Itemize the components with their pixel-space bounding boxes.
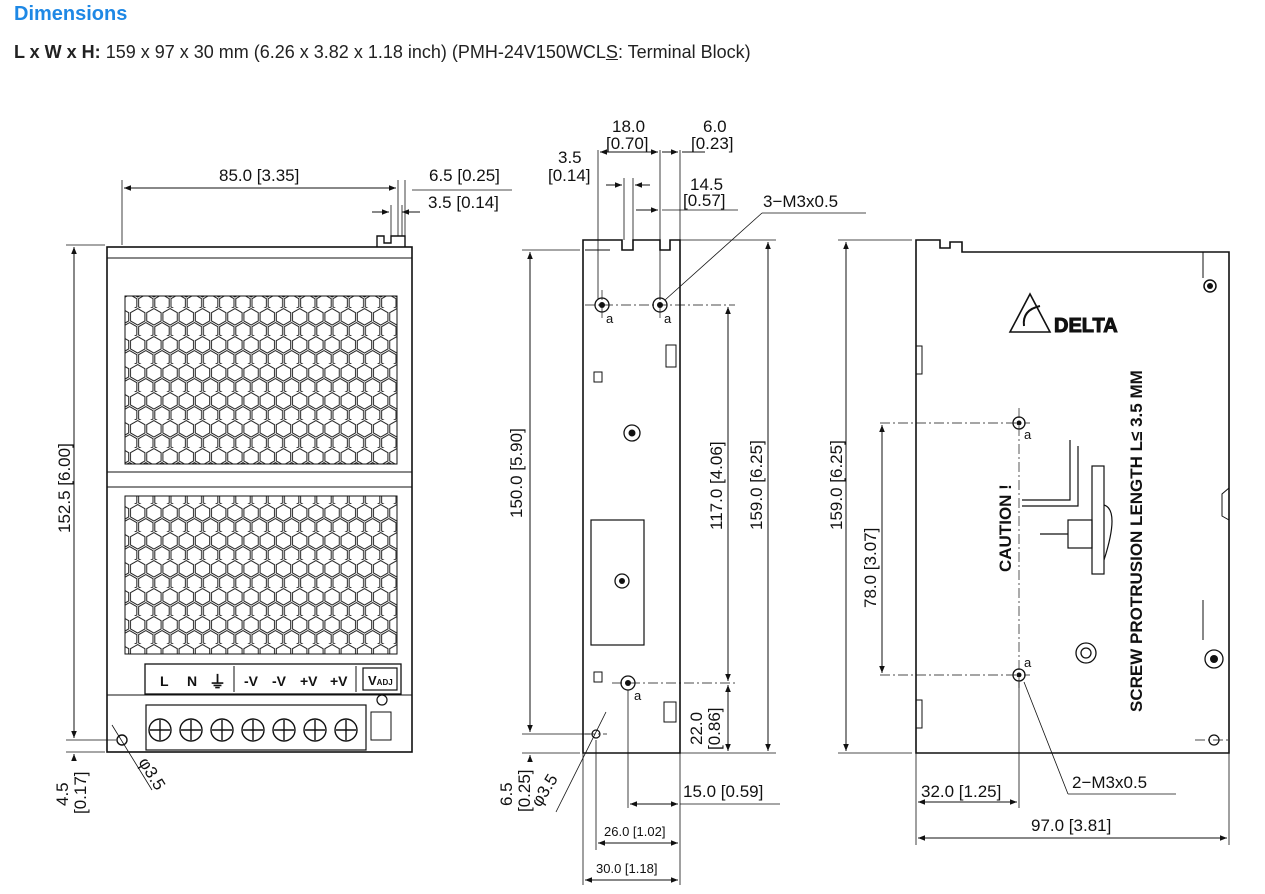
dim-front-width: 85.0 [3.35] [219,166,299,185]
terminal-label: -V [272,673,287,689]
front-view: L N ⏚ -V -V +V +V VADJ [53,166,512,814]
dim-side-6-mm: 6.0 [703,117,727,136]
terminal-label: ⏚ [209,673,226,692]
terminal-label-strip [144,663,402,695]
dim-back-78: 78.0 [3.07] [861,528,880,608]
dim-front-tab: 6.5 [0.25] [429,166,500,185]
dim-side-22-in: [0.86] [705,707,724,750]
dim-side-117: 117.0 [4.06] [707,441,726,530]
dim-side-22-mm: 22.0 [687,712,706,745]
upper-vent-grille [124,295,398,465]
dim-back-32: 32.0 [1.25] [921,782,1001,801]
dim-side-65-mm: 6.5 [497,782,516,806]
terminal-label: +V [330,673,348,689]
terminal-label: +V [300,673,318,689]
dim-side-15: 15.0 [0.59] [683,782,763,801]
protrusion-text: SCREW PROTRUSION LENGTH L≤ 3.5 MM [1127,370,1146,712]
dim-side-35-in: [0.14] [548,166,591,185]
delta-logo: DELTA [1008,292,1118,338]
summary-text-underlined: S [605,42,618,62]
dim-side-145-in: [0.57] [683,191,726,210]
screw-protrusion-figure [1022,440,1113,575]
dim-side-159: 159.0 [6.25] [747,440,766,530]
terminal-label: N [187,673,197,689]
caution-text: CAUTION ! [996,484,1015,572]
dim-front-height: 152.5 [6.00] [55,443,74,533]
front-body-outline [106,246,413,753]
page-title: Dimensions [14,3,128,25]
summary-text-a: 159 x 97 x 30 mm (6.26 x 3.82 x 1.18 inc… [100,42,606,62]
summary-label: L x W x H: [14,42,101,62]
dim-front-hole: φ3.5 [135,754,169,793]
brand-text: DELTA [1054,315,1118,337]
dim-back-159: 159.0 [6.25] [827,440,846,530]
hole-marker: a [1024,427,1032,442]
dimension-summary: L x W x H: 159 x 97 x 30 mm (6.26 x 3.82… [14,42,751,63]
back-screw-label: 2−M3x0.5 [1072,773,1147,792]
hole-marker: a [664,311,672,326]
dim-side-6-in: [0.23] [691,134,734,153]
vadj-label: VADJ [368,673,393,688]
hole-marker: a [1024,655,1032,670]
dim-front-bottom-mm: 4.5 [53,782,72,806]
hole-marker: a [634,688,642,703]
dim-front-slot: 3.5 [0.14] [428,193,499,212]
dim-back-97: 97.0 [3.81] [1031,816,1111,835]
hole-marker: a [606,311,614,326]
lower-vent-grille [124,495,398,655]
terminal-label: -V [244,673,259,689]
side-screw-label: 3−M3x0.5 [763,192,838,211]
summary-text-b: : Terminal Block) [617,42,751,62]
dim-front-bottom-in: [0.17] [71,771,90,814]
terminal-label: L [160,673,169,689]
dim-side-65-in: [0.25] [515,769,534,812]
dim-side-145-mm: 14.5 [690,175,723,194]
dim-side-35-mm: 3.5 [558,148,582,167]
back-body-outline [915,239,1230,754]
dim-side-18-in: [0.70] [606,134,649,153]
terminal-block [145,704,367,751]
dim-side-30: 30.0 [1.18] [596,861,657,876]
back-view: DELTA CAUTION ! SCREW PROTRUSION LENGTH … [827,239,1230,845]
side-view: a a a 18.0 [0.70] 6. [497,117,866,885]
dim-side-150: 150.0 [5.90] [507,428,526,518]
dim-side-26: 26.0 [1.02] [604,824,665,839]
dim-side-18-mm: 18.0 [612,117,645,136]
